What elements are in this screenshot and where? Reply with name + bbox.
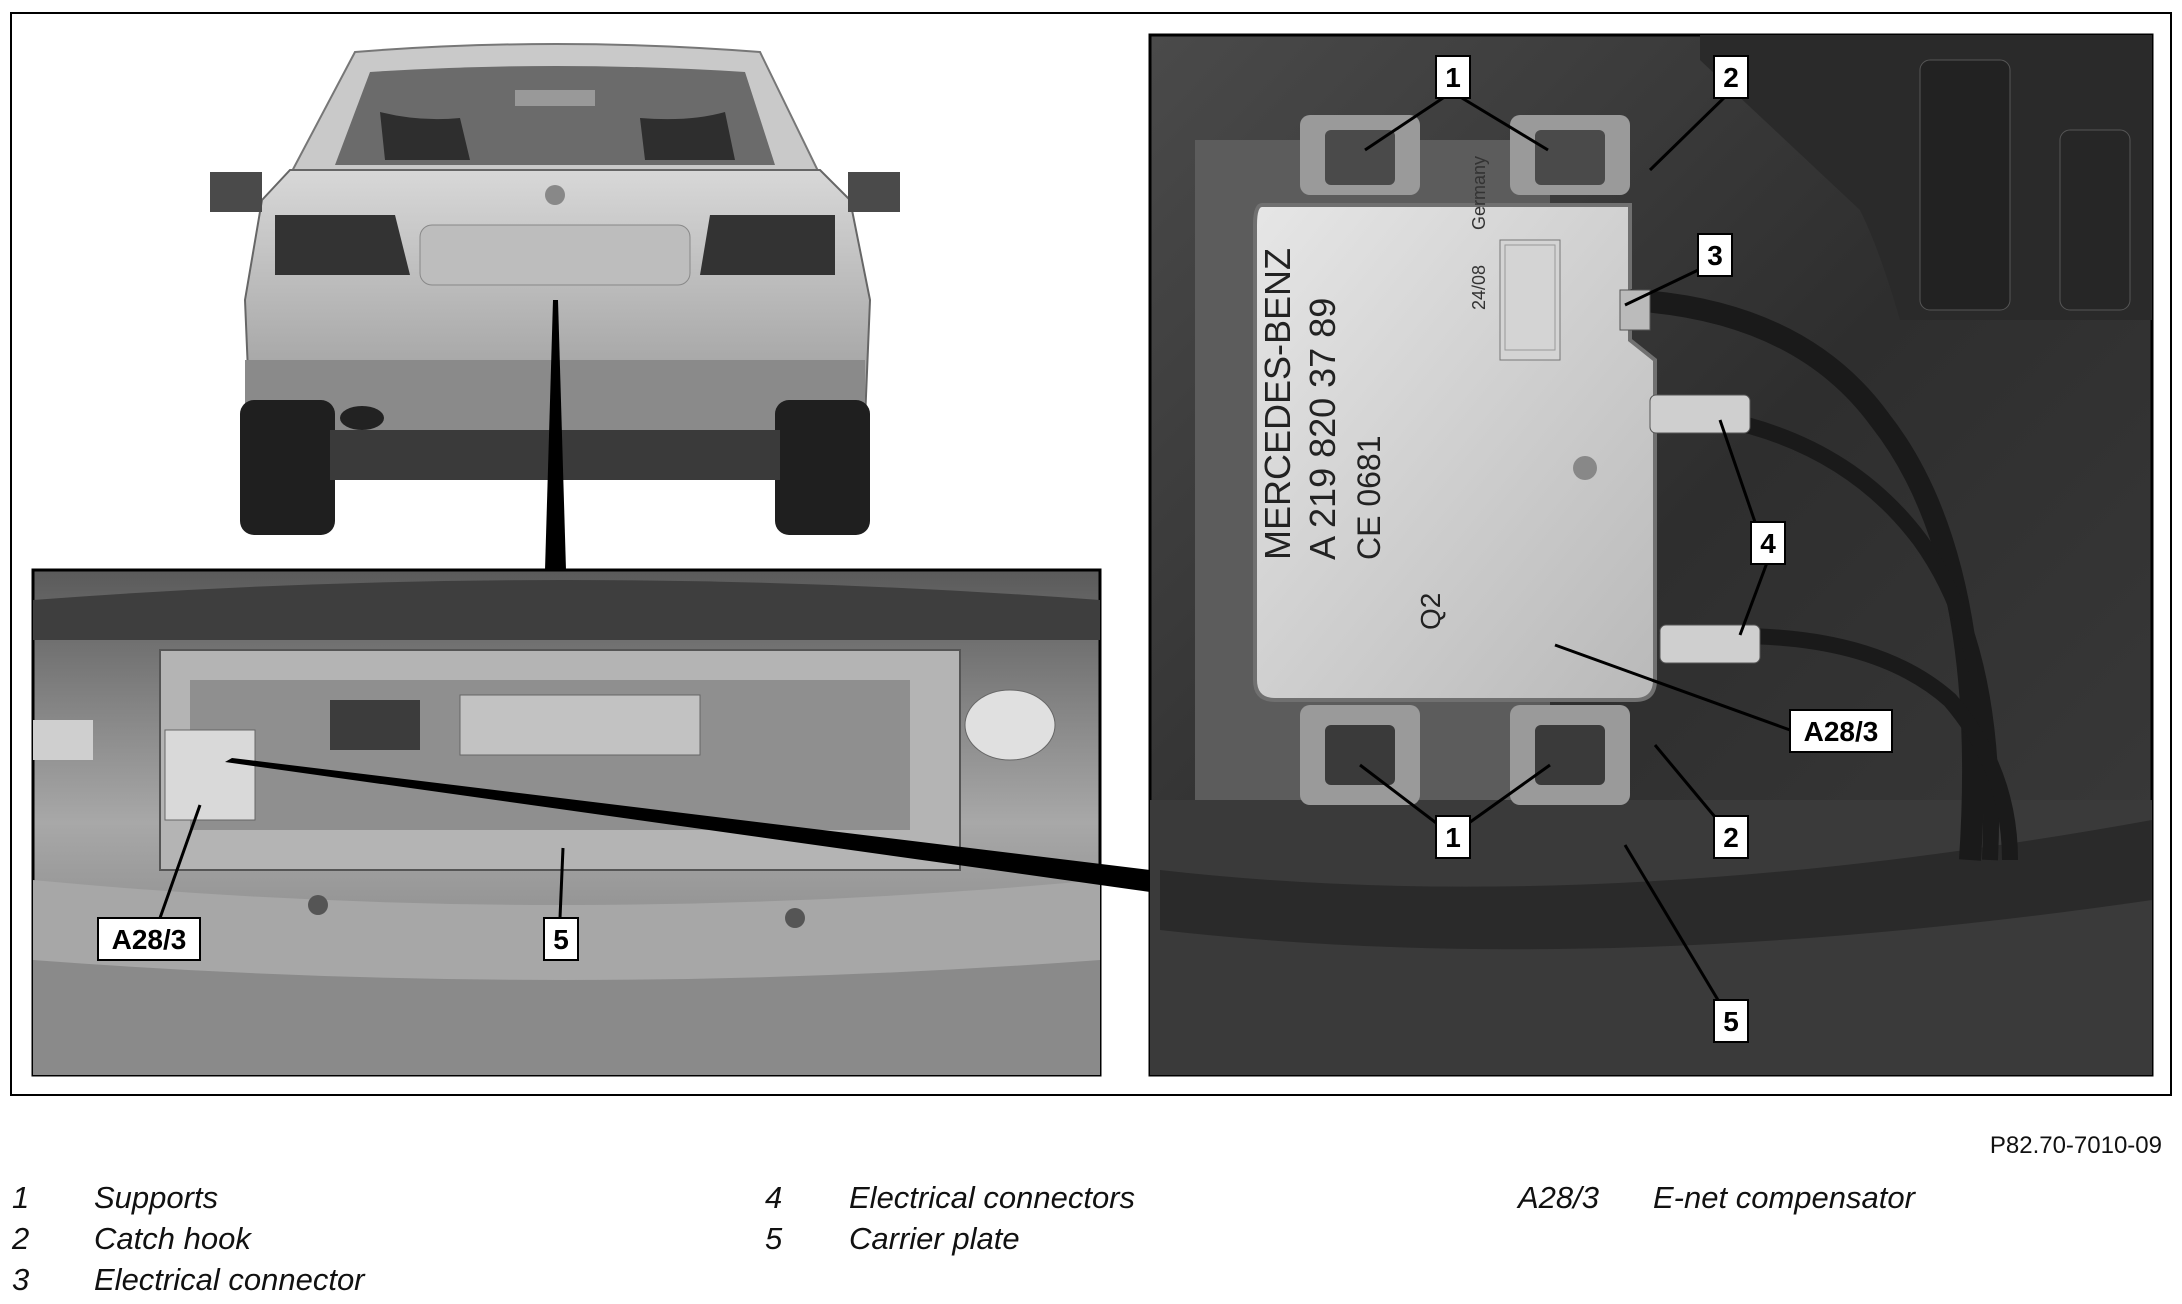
legend-key: 4 <box>765 1180 783 1215</box>
callout-4: 4 <box>1750 521 1786 565</box>
trunk-to-detail-pointer <box>225 758 1150 892</box>
callout-5-detail: 5 <box>1713 999 1749 1043</box>
callout-3: 3 <box>1697 233 1733 277</box>
svg-text:3: 3 <box>1707 240 1723 271</box>
legend-text: Supports <box>94 1180 219 1215</box>
legend-text: Carrier plate <box>849 1221 1020 1256</box>
figure-code: P82.70-7010-09 <box>1989 1132 2162 1159</box>
detail-photo <box>1148 33 2154 1077</box>
callout-labels: A28/3 5 1 2 3 4 A28/3 1 <box>97 55 1893 1043</box>
callout-5-trunk: 5 <box>543 917 579 961</box>
svg-text:A28/3: A28/3 <box>1804 716 1879 747</box>
label-brand: MERCEDES-BENZ <box>1257 248 1298 560</box>
illustration: MERCEDES-BENZ A 219 820 37 89 CE 0681 Q2… <box>31 33 2154 1077</box>
legend-text: Electrical connector <box>94 1262 365 1297</box>
callout-2-bottom: 2 <box>1713 815 1749 859</box>
label-origin: Germany <box>1469 156 1489 230</box>
callout-a28-3-detail: A28/3 <box>1789 709 1893 753</box>
svg-text:4: 4 <box>1760 528 1776 559</box>
legend-key: 1 <box>12 1180 30 1215</box>
label-date: 24/08 <box>1469 265 1489 310</box>
legend-key: 3 <box>12 1262 30 1297</box>
legend-text: E-net compensator <box>1653 1180 1915 1215</box>
svg-text:5: 5 <box>553 924 569 955</box>
svg-text:5: 5 <box>1723 1006 1739 1037</box>
svg-text:1: 1 <box>1445 822 1461 853</box>
legend-key: 5 <box>765 1221 783 1256</box>
svg-text:2: 2 <box>1723 822 1739 853</box>
callout-1-top: 1 <box>1435 55 1471 99</box>
legend-key: A28/3 <box>1518 1180 1600 1215</box>
label-variant: Q2 <box>1415 593 1446 630</box>
svg-text:2: 2 <box>1723 62 1739 93</box>
label-part-number: A 219 820 37 89 <box>1302 298 1343 560</box>
module-label: MERCEDES-BENZ A 219 820 37 89 CE 0681 Q2… <box>1257 156 1489 630</box>
legend: 1 Supports 2 Catch hook 3 Electrical con… <box>0 1180 2182 1304</box>
callout-1-bottom: 1 <box>1435 815 1471 859</box>
svg-text:1: 1 <box>1445 62 1461 93</box>
svg-text:A28/3: A28/3 <box>112 924 187 955</box>
car-rear-view <box>210 43 900 535</box>
callout-2-top: 2 <box>1713 55 1749 99</box>
legend-key: 2 <box>12 1221 30 1256</box>
legend-text: Catch hook <box>94 1221 251 1256</box>
legend-text: Electrical connectors <box>849 1180 1136 1215</box>
trunk-photo <box>31 568 1102 1077</box>
car-to-trunk-pointer <box>545 300 566 570</box>
callout-a28-3-trunk: A28/3 <box>97 917 201 961</box>
figure-frame <box>10 12 2172 1096</box>
label-ce-mark: CE 0681 <box>1351 435 1387 560</box>
